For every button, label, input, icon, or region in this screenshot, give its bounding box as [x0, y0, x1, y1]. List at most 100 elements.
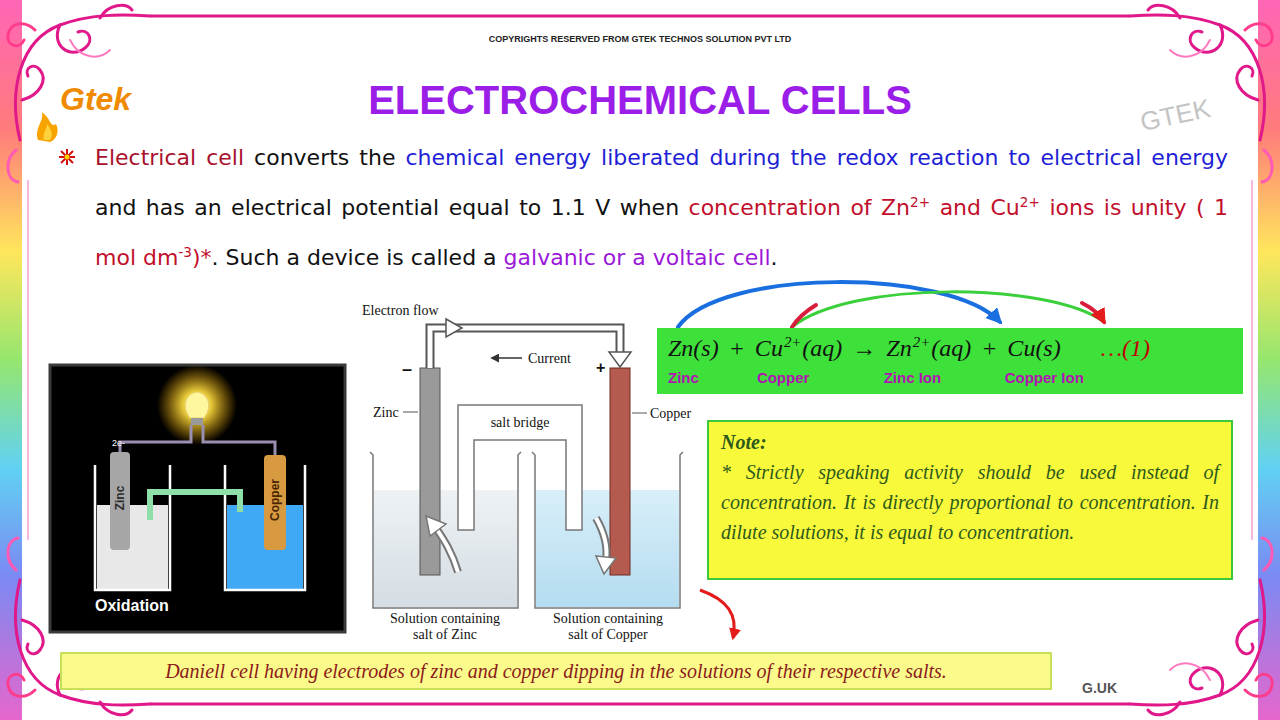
daniell-cell-drawing: [610, 368, 630, 575]
equation-band: Zn(s) + Cu2+(aq) → Zn2+(aq) + Cu(s)…(1)Z…: [657, 328, 1243, 394]
reaction-arrows: [792, 305, 816, 327]
note-heading: Note:: [721, 427, 1219, 457]
flow-label: Electron flow: [362, 302, 439, 319]
electrode-label: Zinc: [373, 404, 399, 421]
paragraph-text: and has an electrical potential equal to…: [95, 195, 679, 220]
lamp-cell-picture: [95, 465, 170, 590]
reaction-arrows: [1082, 303, 1104, 322]
daniell-cell-drawing: [426, 516, 446, 536]
daniell-cell-drawing: [492, 357, 522, 359]
paragraph-text: converts the: [254, 145, 395, 170]
flow-label: Current: [528, 350, 571, 367]
polarity-sign: +: [596, 358, 605, 377]
lamp-cell-picture: [50, 365, 345, 632]
solution-label: Solution containing salt of Zinc: [379, 611, 511, 643]
slide-frame: [27, 180, 29, 540]
superscript: -3: [178, 244, 192, 260]
daniell-cell-drawing: [458, 405, 582, 530]
lamp-cell-picture: [120, 425, 191, 452]
copyright-note: COPYRIGHTS RESERVED FROM GTEK TECHNOS SO…: [489, 34, 792, 45]
lamp-cell-picture: [264, 455, 286, 550]
daniell-cell-drawing: [370, 319, 683, 608]
solution-label: Solution containing salt of Copper: [542, 611, 674, 643]
daniell-cell-drawing: [430, 328, 620, 368]
slide-frame: [1258, 0, 1280, 720]
lamp-cell-picture: [110, 452, 130, 550]
reaction-arrows: [678, 282, 1104, 327]
paragraph-text: and Cu: [940, 195, 1020, 220]
pointer-arrow: [700, 590, 734, 638]
slide-frame: [150, 703, 1130, 706]
paragraph-text: . Such a device is called a: [212, 245, 497, 270]
daniell-cell-drawing: [596, 518, 607, 560]
bullet-star: [61, 151, 73, 163]
daniell-cell-drawing: [609, 352, 631, 367]
website-label: G.UK: [1082, 680, 1117, 697]
equation-term: (aq) + Cu(s): [931, 335, 1061, 361]
paragraph-text: )*: [192, 245, 212, 270]
term-name: Zinc Ion: [884, 369, 942, 387]
superscript: 2+: [784, 334, 801, 350]
daniell-cell-drawing: [370, 452, 521, 608]
logo-text: Gtek: [60, 80, 131, 118]
reaction-arrows: [792, 292, 1104, 327]
process-label: Oxidation: [95, 596, 169, 615]
equation-number: …(1): [1101, 335, 1150, 361]
lamp-cell-picture: [203, 425, 275, 455]
lamp-cell-picture: [97, 505, 168, 589]
bullet-star: [65, 155, 70, 160]
lamp-cell-picture: [185, 392, 208, 418]
equation: Zn(s) + Cu2+(aq) → Zn2+(aq) + Cu(s)…(1): [668, 333, 1150, 363]
electron-label: 2e-: [112, 438, 125, 449]
daniell-cell-drawing: [536, 490, 679, 607]
bullet-star: [61, 151, 73, 163]
lamp-cell-picture: [191, 418, 203, 425]
paragraph-text: .: [771, 245, 778, 270]
daniell-cell-drawing: [430, 328, 620, 368]
superscript: 2+: [910, 194, 930, 210]
equation-term: (aq) → Zn: [802, 335, 911, 361]
superscript: 2+: [913, 334, 930, 350]
daniell-cell-drawing: [420, 368, 440, 575]
slide-frame: [1251, 180, 1253, 540]
paragraph-text: chemical energy liberated during the red…: [406, 145, 1229, 170]
logo-flame: [37, 112, 58, 142]
electrode-label: Copper: [650, 405, 691, 422]
paragraph-text: Electrical cell: [95, 145, 244, 170]
term-name: Zinc: [668, 369, 699, 387]
daniell-cell-drawing: [632, 413, 647, 414]
note-box: Note:* Strictly speaking activity should…: [707, 420, 1233, 580]
corner-ornament: [8, 5, 1272, 714]
caption-band: Daniell cell having electrodes of zinc a…: [60, 652, 1052, 690]
slide-title: ELECTROCHEMICAL CELLS: [368, 76, 912, 124]
daniell-cell-drawing: [596, 518, 607, 560]
bullet-star: [59, 149, 75, 165]
daniell-cell-drawing: [596, 556, 616, 574]
note-body: * Strictly speaking activity should be u…: [721, 457, 1219, 547]
salt-bridge-label: salt bridge: [491, 414, 550, 431]
daniell-cell-drawing: [436, 528, 458, 572]
daniell-cell-drawing: [374, 490, 517, 607]
logo-flame: [44, 124, 52, 140]
slide-frame: [150, 15, 1130, 18]
equation-term: Zn(s) + Cu: [668, 335, 783, 361]
lamp-cell-picture: [157, 365, 237, 445]
paragraph-text: galvanic or a voltaic cell: [504, 245, 771, 270]
term-name: Copper: [757, 369, 810, 387]
lamp-cell-picture: [50, 365, 345, 632]
intro-paragraph: Electrical cell converts the chemical en…: [95, 133, 1228, 283]
slide-frame: [0, 0, 22, 720]
logo-flame: [37, 112, 58, 142]
daniell-cell-drawing: [446, 319, 462, 337]
daniell-cell-drawing: [532, 452, 683, 608]
daniell-cell-drawing: [436, 528, 458, 572]
pointer-arrow: [700, 590, 734, 638]
electrode-label: Copper: [268, 479, 282, 521]
daniell-cell-drawing: [403, 412, 418, 413]
lamp-cell-picture: [150, 492, 240, 520]
caption-text: Daniell cell having electrodes of zinc a…: [165, 659, 947, 683]
superscript: 2+: [1020, 194, 1040, 210]
